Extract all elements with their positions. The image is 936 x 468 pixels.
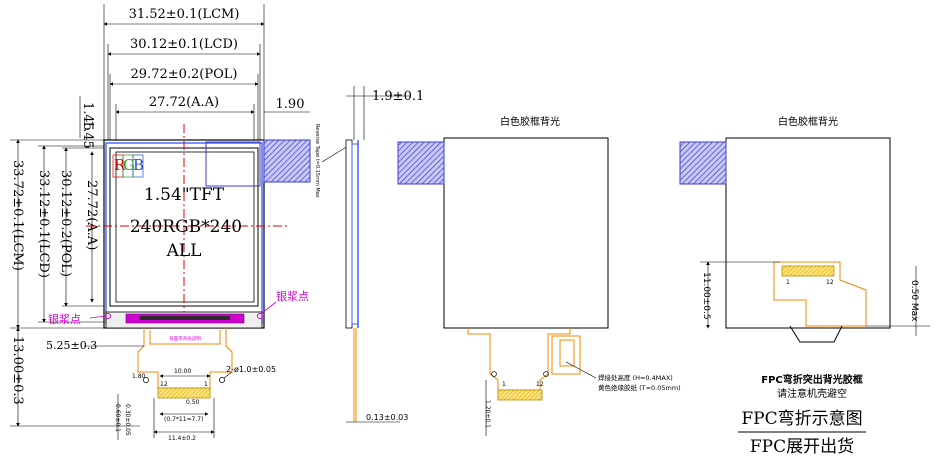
dim-lcd-height: 33.12±0.1(LCD) <box>36 170 51 278</box>
pin-last-back-1: 12 <box>536 381 544 388</box>
footer-titles: FPC弯折示意图 FPC展开出货 <box>738 409 866 457</box>
pin-first-front: 1 <box>204 381 208 388</box>
active-area <box>115 151 255 303</box>
dim-height-back-2: 11.00±0.5 <box>701 272 711 320</box>
dim-bottom-1: 0.60±0.1 <box>114 404 121 432</box>
fpc-tab-back-2 <box>679 141 727 185</box>
fpc-connector-pads <box>157 387 211 399</box>
view-direction: ALL <box>166 241 202 261</box>
dim-lcm-width: 31.52±0.1(LCM) <box>129 7 240 22</box>
dim-fpc-offset: 5.25±0.3 <box>46 339 97 352</box>
connector-back-1 <box>497 389 543 401</box>
bend-note-2: 请注意机壳避空 <box>777 387 847 400</box>
back-view-2-title: 白色胶框背光 <box>778 115 838 128</box>
side-backlight <box>351 143 359 325</box>
fpc-tab-hatched <box>263 139 311 183</box>
back-view-1-title: 白色胶框背光 <box>500 115 560 128</box>
dim-fpc-thickness: 0.13±0.03 <box>366 413 408 422</box>
pin-first-back-2: 1 <box>786 279 790 286</box>
silver-dot-right <box>257 313 263 319</box>
back-view-bent: 白色胶框背光 1 12 11.00±0.5 0.50 Max FPC弯折突出背光… <box>679 115 930 400</box>
unfold-title: FPC展开出货 <box>750 437 854 457</box>
dim-aa-height: 27.72(A.A) <box>84 180 99 250</box>
dim-lcm-height: 33.72±0.1(LCM) <box>10 160 25 271</box>
top-dimensions: 31.52±0.1(LCM) 30.12±0.1(LCD) 29.72±0.2(… <box>79 4 310 149</box>
side-glass <box>345 139 353 329</box>
fpc-tab-outline <box>205 141 261 187</box>
dim-holes: 2-ø1.0±0.05 <box>226 365 276 374</box>
dim-conn-width: 11.4±0.2 <box>168 435 196 442</box>
rgb-b: B <box>133 156 144 174</box>
ic-bump <box>140 316 230 320</box>
pin-last-front: 12 <box>160 381 168 388</box>
dim-aa-width: 27.72(A.A) <box>149 95 219 110</box>
fpc-tab-back-1 <box>397 141 445 185</box>
back-note-1: 焊接处高度 (H=0.4MAX) <box>598 373 673 382</box>
tape-note: Reverse Tape t=0.15mm Max <box>314 124 320 198</box>
fpc-label-small: 背面带背光说明 <box>169 335 201 342</box>
rgb-r: R <box>114 156 126 174</box>
rgb-g: G <box>123 156 135 174</box>
dim-bottom-2: 0.30±0.05 <box>124 404 131 436</box>
dim-left-offset: 1.45 <box>80 120 95 149</box>
connector-back-2 <box>781 265 835 277</box>
dim-thickness: 1.9±0.1 <box>372 89 424 104</box>
dim-right-back-2: 0.50 Max <box>909 280 919 322</box>
panel-size: 1.54"TFT <box>144 185 225 205</box>
fpc-front: 背面带背光说明 12 1 <box>137 328 233 399</box>
backlight-frame-2 <box>725 137 891 329</box>
dim-pin-pitch: 10.00 <box>174 368 191 375</box>
bend-note-1: FPC弯折突出背光胶框 <box>761 373 863 386</box>
silver-paste-right: 银浆点 <box>276 289 309 303</box>
back-note-2: 黄色绝缘胶纸 (T=0.05mm) <box>598 383 681 392</box>
resolution: 240RGB*240 <box>130 217 242 237</box>
left-dimensions: 33.72±0.1(LCM) 33.12±0.1(LCD) 30.12±0.2(… <box>10 139 140 427</box>
dim-lcd-width: 30.12±0.1(LCD) <box>130 37 238 52</box>
silver-paste-left: 银浆点 <box>48 312 81 326</box>
dim-left-offset-top: 1.45 <box>80 102 95 131</box>
pin-first-back-1: 1 <box>502 381 506 388</box>
dim-pol-width: 29.72±0.2(POL) <box>131 67 238 82</box>
side-view: 1.9±0.1 Reverse Tape t=0.15mm Max 0.13±0… <box>314 86 424 423</box>
bend-title: FPC弯折示意图 <box>741 409 862 429</box>
dim-pol-height: 30.12±0.2(POL) <box>58 170 73 277</box>
dim-small-2: 0.50 <box>186 399 200 406</box>
dim-pitch-total: (0.7*11=7.7) <box>164 416 203 423</box>
dim-bottom-side: 1.20±0.1 <box>484 400 491 428</box>
rgb-indicator: R G B <box>112 154 144 178</box>
dim-right-offset: 1.90 <box>276 97 305 112</box>
front-view: 31.52±0.1(LCM) 30.12±0.1(LCD) 29.72±0.2(… <box>10 4 311 442</box>
pin-last-back-2: 12 <box>826 279 834 286</box>
back-view-unfolded: 白色胶框背光 1 12 焊接处高度 (H=0.4MAX) 黄色绝缘胶纸 (T=0… <box>397 115 681 436</box>
dim-fpc-length: 13.00±0.3 <box>10 336 25 405</box>
backlight-frame-1 <box>443 137 609 329</box>
dim-small-1: 1.80 <box>132 373 146 380</box>
